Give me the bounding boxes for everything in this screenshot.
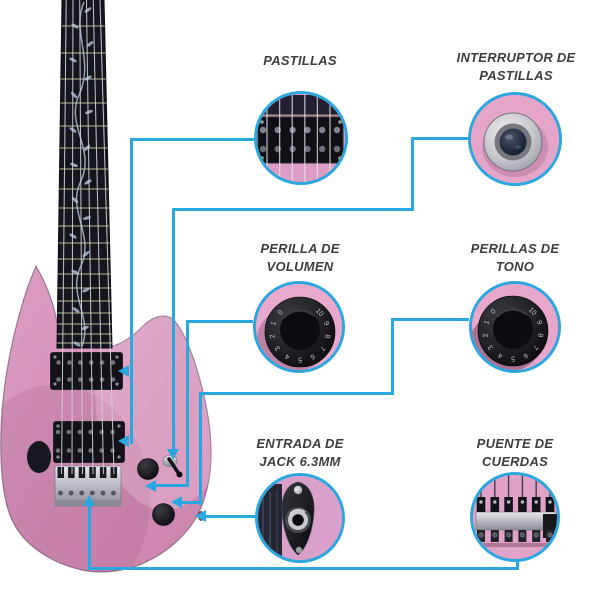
detail-circle-pastillas: [254, 91, 348, 185]
svg-text:10: 10: [314, 308, 325, 319]
detail-circle-jack: [255, 473, 345, 563]
guitar-illustration: [0, 0, 212, 573]
svg-text:6: 6: [309, 352, 316, 360]
svg-text:5: 5: [298, 356, 302, 363]
svg-text:3: 3: [487, 343, 495, 350]
svg-text:0: 0: [277, 309, 285, 317]
svg-text:10: 10: [527, 307, 538, 318]
pickup-switch: [162, 454, 183, 478]
svg-text:2: 2: [269, 334, 277, 339]
detail-circle-interruptor: [468, 92, 562, 186]
svg-text:0: 0: [490, 308, 498, 316]
arrow-jack: [195, 510, 206, 522]
svg-text:8: 8: [536, 333, 544, 338]
arrow-volume-knob: [145, 480, 156, 492]
svg-text:1: 1: [483, 320, 491, 326]
vine-inlay-leaves: [69, 7, 94, 347]
svg-text:6: 6: [522, 351, 529, 359]
svg-text:8: 8: [323, 334, 331, 339]
svg-text:2: 2: [482, 333, 490, 338]
label-volumen: PERILLA DE VOLUMEN: [260, 241, 340, 274]
arrow-bridge: [83, 495, 95, 506]
volume-knob: [137, 458, 159, 480]
label-interruptor: INTERRUPTOR DE PASTILLAS: [456, 50, 576, 83]
arrow-tone-knob: [171, 496, 182, 508]
tone-knob: [152, 503, 175, 526]
svg-text:9: 9: [535, 320, 543, 326]
arrow-switch: [167, 449, 179, 460]
arrow-bridge-pickup: [118, 435, 129, 447]
vine-inlay: [74, 1, 86, 347]
svg-text:4: 4: [284, 352, 291, 360]
label-jack: ENTRADA DE JACK 6.3MM: [256, 436, 344, 469]
svg-text:5: 5: [511, 355, 515, 362]
label-pastillas: PASTILLAS: [263, 53, 337, 68]
label-puente: PUENTE DE CUERDAS: [476, 436, 554, 469]
svg-text:7: 7: [318, 344, 326, 351]
strings: [60, 0, 115, 475]
label-tono: PERILLAS DE TONO: [470, 241, 560, 274]
svg-text:3: 3: [274, 344, 282, 351]
arrow-neck-pickup: [118, 365, 129, 377]
svg-text:7: 7: [531, 343, 539, 350]
svg-text:4: 4: [497, 351, 504, 359]
guitar-body: [0, 264, 212, 573]
svg-text:1: 1: [270, 321, 278, 327]
body-dark-detail: [27, 441, 51, 473]
svg-text:9: 9: [322, 321, 330, 327]
guitar-neck: [56, 0, 113, 349]
pickup-screws: [53, 355, 121, 459]
detail-circle-puente: [470, 472, 560, 562]
